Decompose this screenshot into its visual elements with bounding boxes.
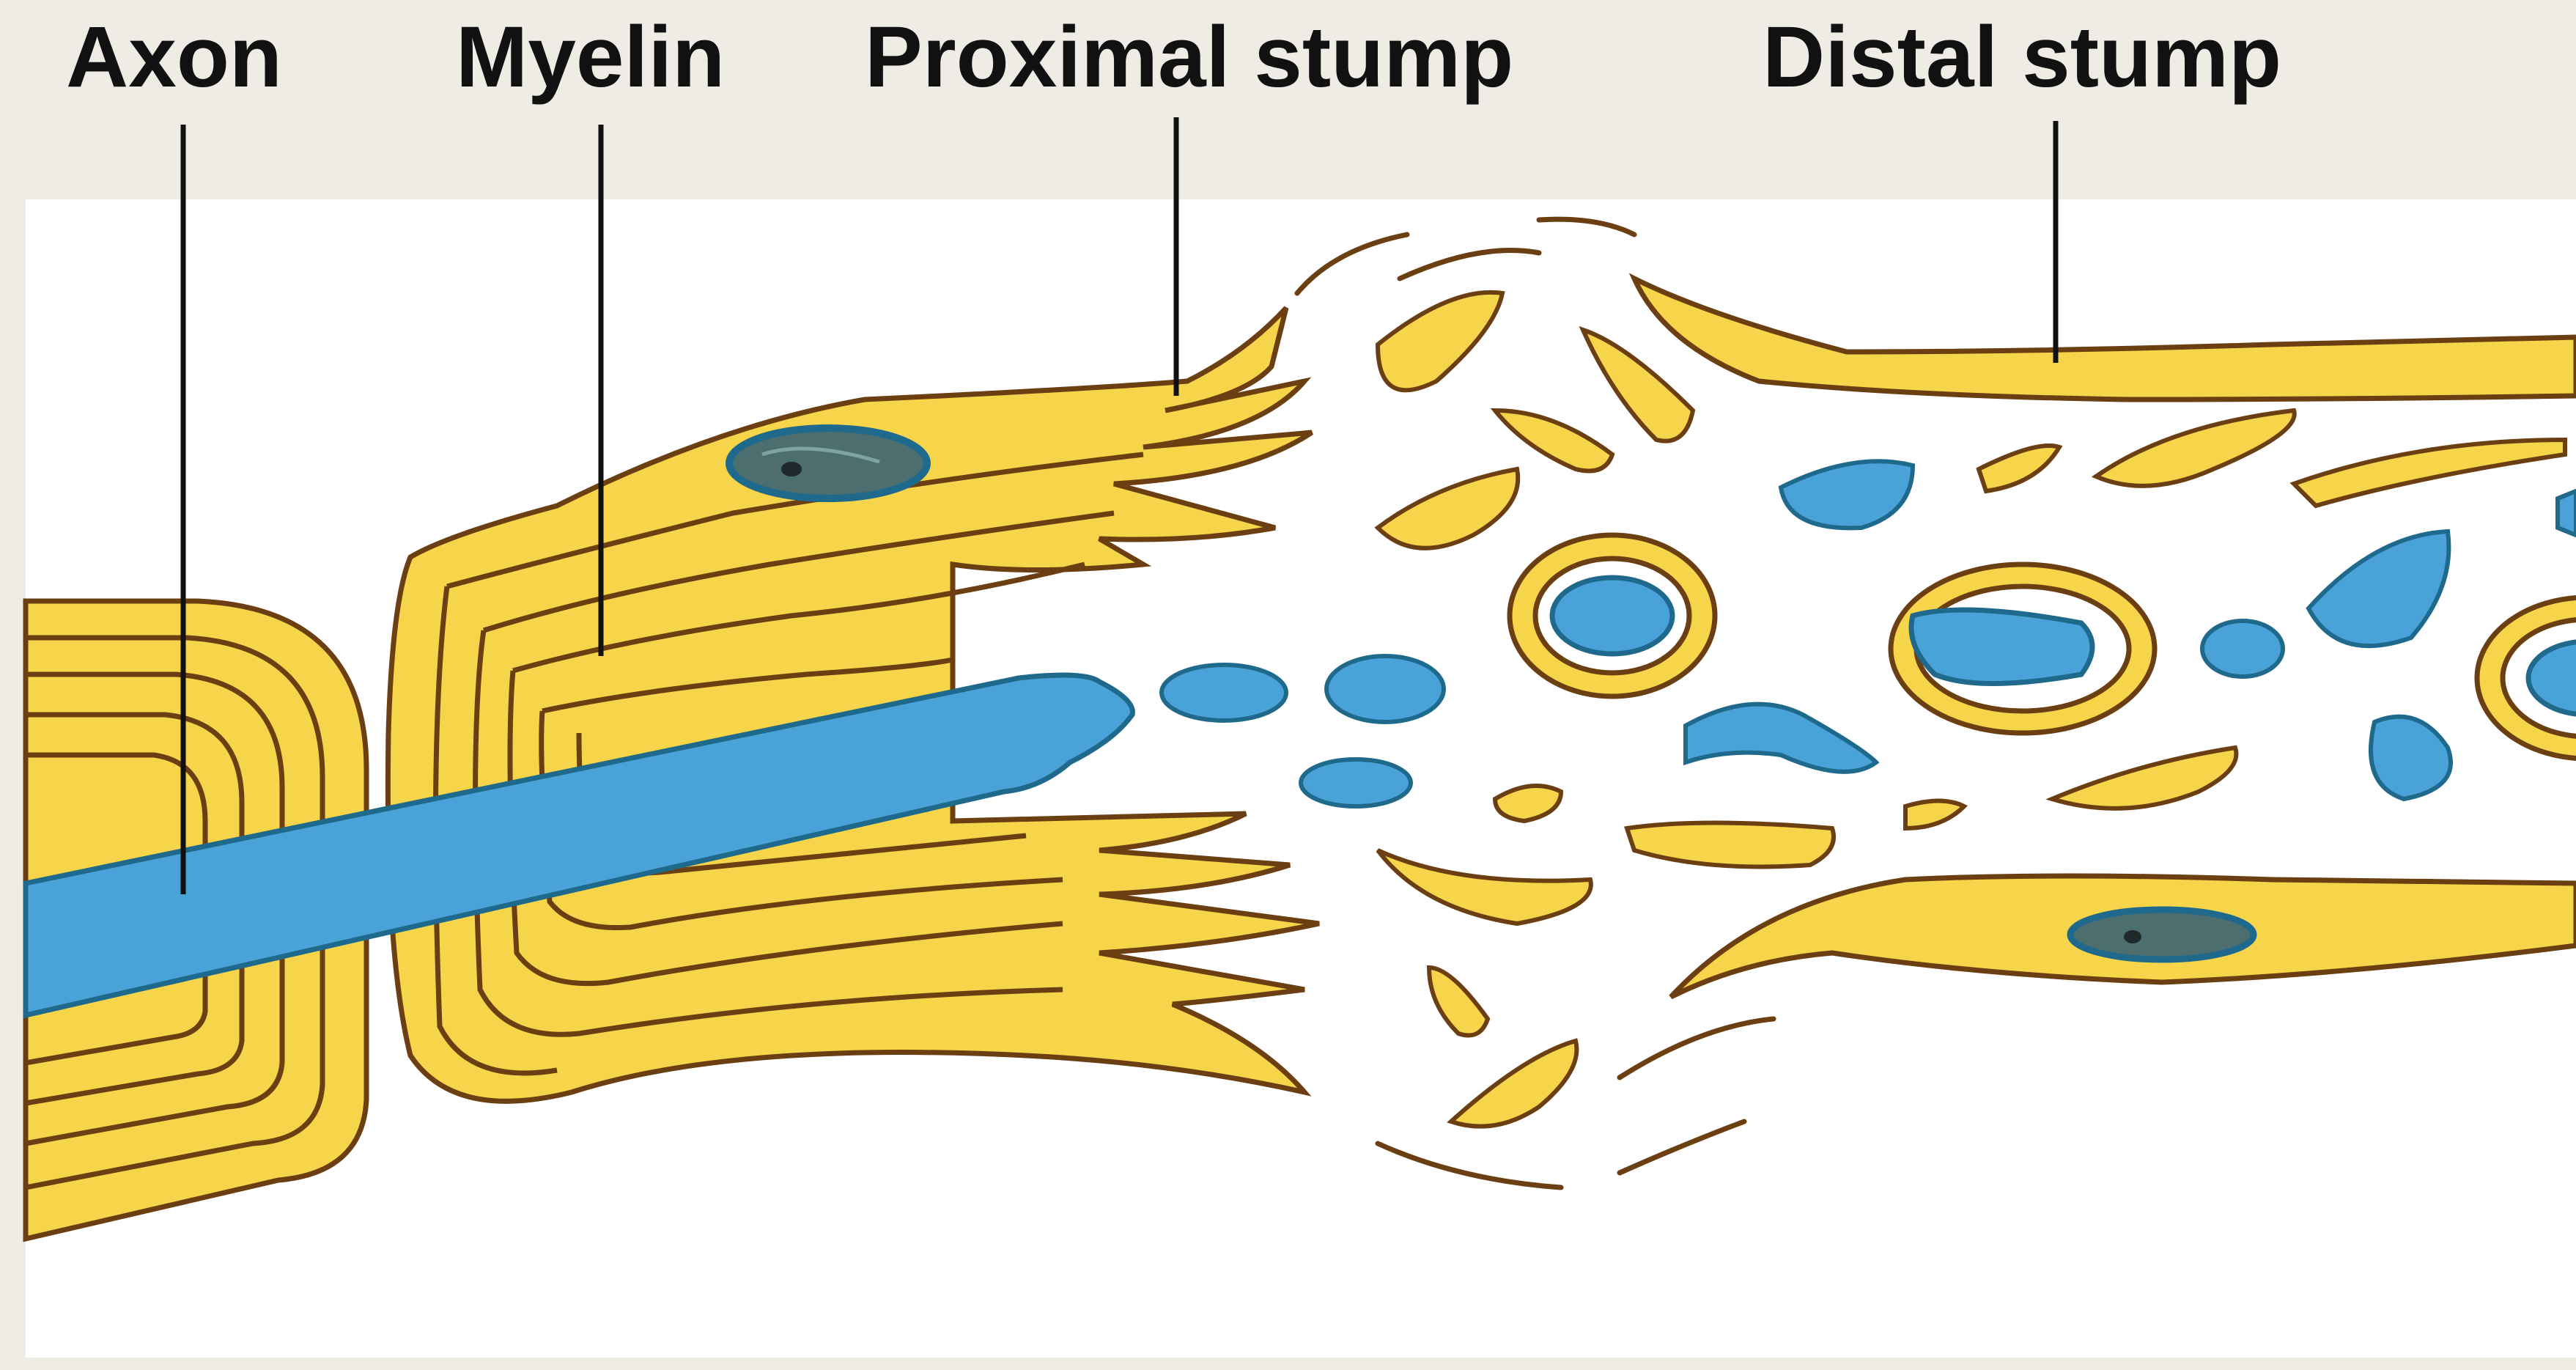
axon-label: Axon — [66, 9, 282, 106]
myelin-label: Myelin — [456, 9, 725, 106]
schwann-nucleus-proximal-icon — [729, 428, 927, 498]
schwann-nucleus-distal-icon — [2070, 910, 2254, 960]
distal-stump-label: Distal stump — [1763, 9, 2281, 106]
proximal-stump-label: Proximal stump — [865, 9, 1513, 106]
